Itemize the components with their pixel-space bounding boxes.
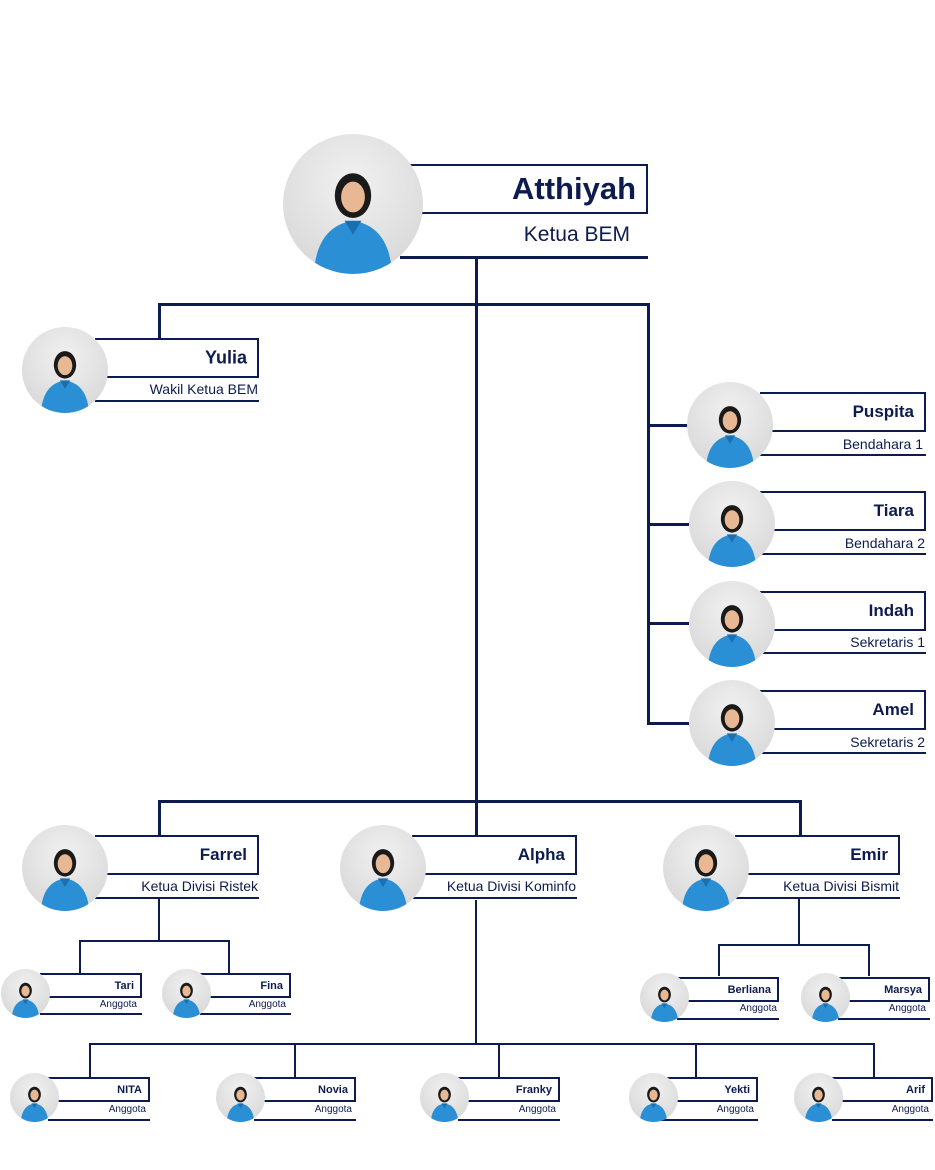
- leader-role: Ketua BEM: [523, 223, 630, 246]
- member-avatar: [162, 969, 211, 1018]
- member-role: Anggota: [248, 999, 286, 1010]
- staff-role: Bendahara 1: [842, 436, 923, 452]
- member-role: Anggota: [314, 1104, 352, 1115]
- member-avatar: [1, 969, 50, 1018]
- member-name: Tari: [114, 979, 134, 992]
- staff-role: Bendahara 2: [844, 535, 925, 551]
- division-head-avatar: [663, 825, 749, 911]
- leader-name-box: Atthiyah: [400, 164, 648, 214]
- staff-role: Sekretaris 2: [850, 734, 925, 750]
- staff-avatar: [689, 481, 775, 567]
- staff-avatar: [687, 382, 773, 468]
- division-head-avatar: [340, 825, 426, 911]
- member-name: Berliana: [727, 983, 771, 996]
- member-avatar: [420, 1073, 469, 1122]
- division-head-role: Ketua Divisi Ristek: [141, 878, 258, 894]
- member-name: Yekti: [724, 1083, 750, 1096]
- member-name: Fina: [260, 979, 283, 992]
- member-role: Anggota: [518, 1104, 556, 1115]
- member-name: Novia: [318, 1083, 348, 1096]
- member-avatar: [640, 973, 689, 1022]
- member-name: Marsya: [884, 983, 922, 996]
- member-role: Anggota: [888, 1003, 926, 1014]
- staff-avatar: [689, 680, 775, 766]
- member-name: Arif: [906, 1083, 925, 1096]
- division-head-name: Farrel: [199, 845, 247, 864]
- member-role: Anggota: [716, 1104, 754, 1115]
- member-avatar: [801, 973, 850, 1022]
- leader-avatar: [283, 134, 423, 274]
- member-avatar: [216, 1073, 265, 1122]
- member-role: Anggota: [739, 1003, 777, 1014]
- vice-role: Wakil Ketua BEM: [149, 381, 258, 397]
- member-name: NITA: [117, 1083, 142, 1096]
- division-head-name: Alpha: [517, 845, 565, 864]
- member-avatar: [10, 1073, 59, 1122]
- staff-name: Amel: [872, 700, 914, 719]
- vice-name: Yulia: [204, 347, 247, 368]
- division-head-avatar: [22, 825, 108, 911]
- vice-avatar: [22, 327, 108, 413]
- leader-name: Atthiyah: [512, 171, 636, 206]
- staff-name: Indah: [868, 601, 914, 620]
- division-head-name: Emir: [850, 845, 888, 864]
- member-name: Franky: [515, 1083, 552, 1096]
- staff-name: Puspita: [852, 402, 914, 421]
- member-role: Anggota: [108, 1104, 146, 1115]
- member-role: Anggota: [891, 1104, 929, 1115]
- member-role: Anggota: [99, 999, 137, 1010]
- staff-role: Sekretaris 1: [850, 634, 925, 650]
- staff-name: Tiara: [873, 501, 914, 520]
- member-avatar: [794, 1073, 843, 1122]
- member-avatar: [629, 1073, 678, 1122]
- division-head-role: Ketua Divisi Kominfo: [446, 878, 576, 894]
- staff-avatar: [689, 581, 775, 667]
- division-head-role: Ketua Divisi Bismit: [783, 878, 899, 894]
